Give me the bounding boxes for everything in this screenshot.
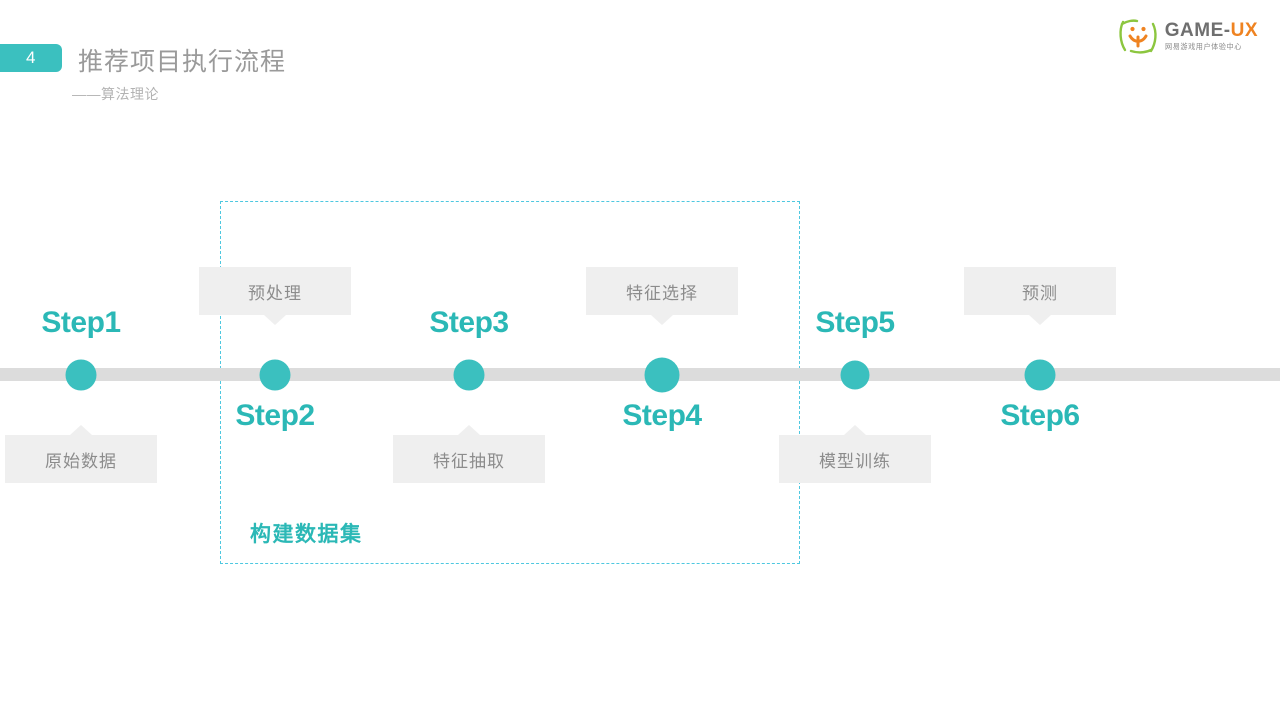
timeline-dot-3[interactable] (453, 359, 485, 391)
timeline-dot-5[interactable] (840, 360, 870, 390)
step-callout-5: 模型训练 (779, 425, 931, 483)
timeline-dot-1[interactable] (65, 359, 97, 391)
dataset-group-label: 构建数据集 (250, 523, 363, 546)
timeline-dot-4[interactable] (644, 357, 680, 393)
callout-pointer-1 (70, 425, 92, 435)
step-callout-1: 原始数据 (5, 425, 157, 483)
step-callout-3: 特征抽取 (393, 425, 545, 483)
callout-pointer-3 (458, 425, 480, 435)
timeline-axis (0, 368, 1280, 381)
step-callout-text-4: 特征选择 (626, 283, 698, 303)
callout-pointer-4 (651, 315, 673, 325)
logo-text: GAME-UX 网易游戏用户体验中心 (1165, 21, 1258, 51)
timeline-dot-6[interactable] (1024, 359, 1056, 391)
step-callout-2: 预处理 (199, 267, 351, 325)
smiley-face-icon (1117, 18, 1159, 54)
step-label-3: Step3 (429, 306, 509, 339)
callout-pointer-5 (844, 425, 866, 435)
callout-pointer-6 (1029, 315, 1051, 325)
step-callout-text-1: 原始数据 (45, 451, 117, 471)
step-label-2: Step2 (235, 399, 315, 432)
step-callout-4: 特征选择 (586, 267, 738, 325)
step-callout-text-2: 预处理 (248, 283, 302, 303)
page-title: 推荐项目执行流程 (78, 48, 287, 76)
step-label-4: Step4 (622, 399, 702, 432)
step-label-5: Step5 (815, 306, 895, 339)
callout-pointer-2 (264, 315, 286, 325)
timeline-dot-2[interactable] (259, 359, 291, 391)
logo-name: GAME-UX (1164, 20, 1258, 42)
dataset-group-box (220, 201, 800, 564)
page-subtitle: ——算法理论 (72, 86, 159, 102)
step-label-6: Step6 (1000, 399, 1080, 432)
step-label-1: Step1 (41, 306, 121, 339)
brand-logo: GAME-UX 网易游戏用户体验中心 (1117, 18, 1258, 54)
step-callout-text-3: 特征抽取 (433, 451, 505, 471)
step-callout-text-5: 模型训练 (819, 451, 891, 471)
page-number-badge: 4 (0, 44, 62, 72)
logo-subtitle: 网易游戏用户体验中心 (1164, 42, 1242, 52)
step-callout-text-6: 预测 (1022, 283, 1058, 303)
step-callout-6: 预测 (964, 267, 1116, 325)
